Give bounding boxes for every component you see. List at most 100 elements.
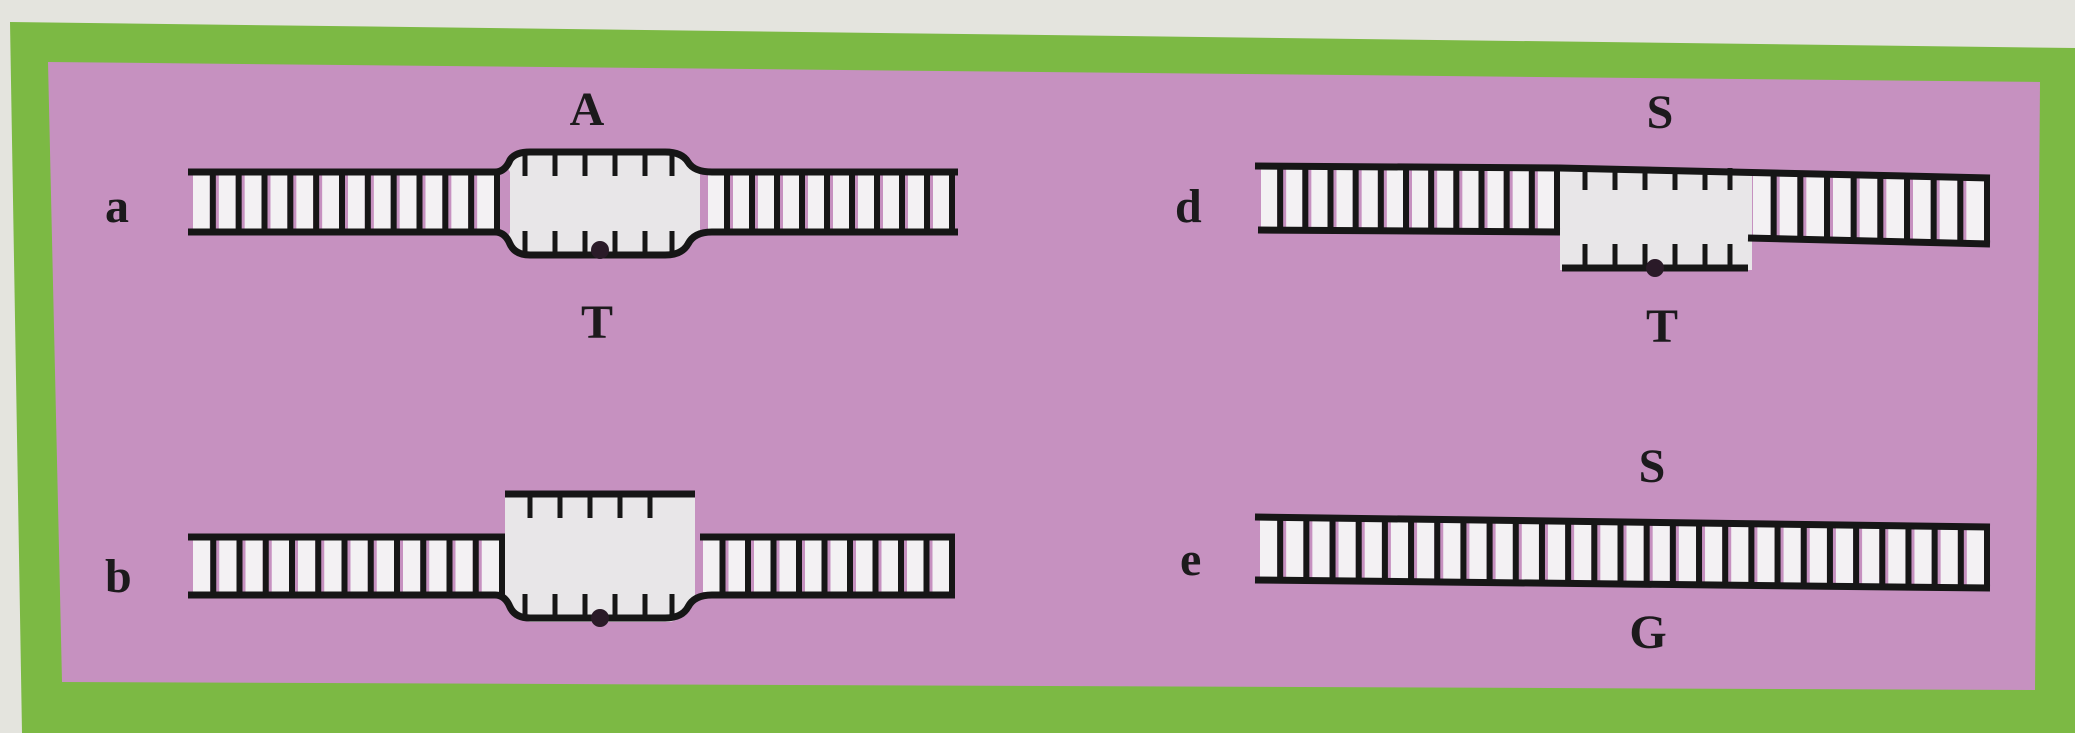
base-pair-rung	[758, 175, 774, 229]
base-pair-rung	[1627, 525, 1644, 581]
panel-a-rungs-left	[193, 172, 497, 232]
base-pair-rung	[780, 540, 797, 592]
base-pair-rung	[1387, 170, 1403, 228]
base-pair-rung	[1488, 171, 1504, 229]
base-pair-rung	[1731, 527, 1748, 583]
base-pair-rung	[808, 175, 824, 229]
base-pair-rung	[1914, 529, 1931, 584]
base-pair-rung	[426, 175, 443, 229]
panel-e-top-base: S	[1639, 440, 1666, 493]
base-pair-rung	[805, 540, 822, 592]
base-pair-rung	[193, 540, 210, 592]
base-pair-rung	[1574, 524, 1591, 580]
base-pair-rung	[400, 175, 417, 229]
base-pair-rung	[1417, 522, 1434, 579]
base-pair-rung	[1391, 522, 1408, 579]
base-pair-rung	[482, 540, 499, 592]
base-pair-rung	[882, 540, 899, 592]
base-pair-rung	[1365, 522, 1382, 579]
base-pair-rung	[1862, 528, 1879, 583]
base-pair-rung	[831, 540, 848, 592]
base-pair-rung	[856, 540, 873, 592]
panel-a-lesion-dot	[591, 241, 609, 259]
base-pair-rung	[1437, 170, 1453, 228]
base-pair-rung	[1312, 521, 1329, 578]
base-pair-rung	[1940, 180, 1958, 240]
panel-e-bottom-base: G	[1629, 606, 1666, 659]
base-pair-rung	[1679, 526, 1696, 582]
base-pair-rung	[374, 175, 391, 229]
base-pair-rung	[193, 175, 210, 229]
base-pair-rung	[1548, 524, 1565, 580]
base-pair-rung	[729, 540, 746, 592]
panel-d-gap	[1560, 170, 1752, 270]
base-pair-rung	[1286, 169, 1302, 227]
base-pair-rung	[703, 540, 720, 592]
panel-a-top-base: A	[570, 83, 605, 136]
base-pair-rung	[933, 175, 949, 229]
base-pair-rung	[1261, 169, 1277, 227]
panel-b-label: b	[105, 550, 132, 603]
panel-d-rungs-right	[1753, 172, 1987, 243]
base-pair-rung	[1757, 527, 1774, 583]
base-pair-rung	[708, 175, 724, 229]
base-pair-rung	[1337, 170, 1353, 228]
base-pair-rung	[245, 175, 262, 229]
base-pair-rung	[1362, 170, 1378, 228]
panel-e-label: e	[1180, 533, 1201, 586]
panel-a-rungs-right	[708, 172, 952, 232]
base-pair-rung	[1888, 529, 1905, 584]
base-pair-rung	[733, 175, 749, 229]
base-pair-rung	[322, 175, 339, 229]
panel-d-lesion-dot	[1646, 259, 1664, 277]
panel-d-bottom-strand-left	[1258, 230, 1560, 232]
base-pair-rung	[429, 540, 446, 592]
base-pair-rung	[1538, 171, 1554, 229]
base-pair-rung	[1833, 177, 1851, 237]
base-pair-rung	[1286, 521, 1303, 578]
panel-d-label: d	[1175, 180, 1202, 233]
base-pair-rung	[1600, 525, 1617, 581]
base-pair-rung	[1753, 175, 1771, 235]
panel-d-bottom-base: T	[1646, 300, 1678, 353]
base-pair-rung	[1966, 181, 1984, 241]
base-pair-rung	[1339, 521, 1356, 578]
panel-b-rungs-right	[703, 537, 952, 595]
base-pair-rung	[1513, 171, 1529, 229]
base-pair-rung	[883, 175, 899, 229]
base-pair-rung	[348, 175, 365, 229]
base-pair-rung	[1311, 169, 1327, 227]
base-pair-rung	[1784, 527, 1801, 583]
base-pair-rung	[1810, 528, 1827, 583]
base-pair-rung	[1653, 526, 1670, 582]
base-pair-rung	[1886, 179, 1904, 239]
panel-a-label: a	[105, 180, 129, 233]
base-pair-rung	[1462, 170, 1478, 228]
panel-b-gap	[505, 494, 695, 622]
panel-a-bottom-base: T	[581, 296, 613, 349]
base-pair-rung	[403, 540, 420, 592]
base-pair-rung	[933, 540, 950, 592]
base-pair-rung	[1806, 177, 1824, 237]
base-pair-rung	[1469, 523, 1486, 579]
base-pair-rung	[271, 175, 288, 229]
base-pair-rung	[1836, 528, 1853, 583]
base-pair-rung	[754, 540, 771, 592]
base-pair-rung	[219, 540, 236, 592]
panel-b-rungs-left	[193, 537, 502, 595]
base-pair-rung	[1860, 178, 1878, 238]
base-pair-rung	[324, 540, 341, 592]
base-pair-rung	[296, 175, 313, 229]
base-pair-rung	[1522, 524, 1539, 580]
base-pair-rung	[456, 540, 473, 592]
base-pair-rung	[833, 175, 849, 229]
panel-b-lesion-dot	[591, 609, 609, 627]
base-pair-rung	[246, 540, 263, 592]
base-pair-rung	[1913, 179, 1931, 239]
base-pair-rung	[1705, 526, 1722, 582]
base-pair-rung	[907, 540, 924, 592]
base-pair-rung	[783, 175, 799, 229]
base-pair-rung	[1443, 523, 1460, 579]
base-pair-rung	[351, 540, 368, 592]
